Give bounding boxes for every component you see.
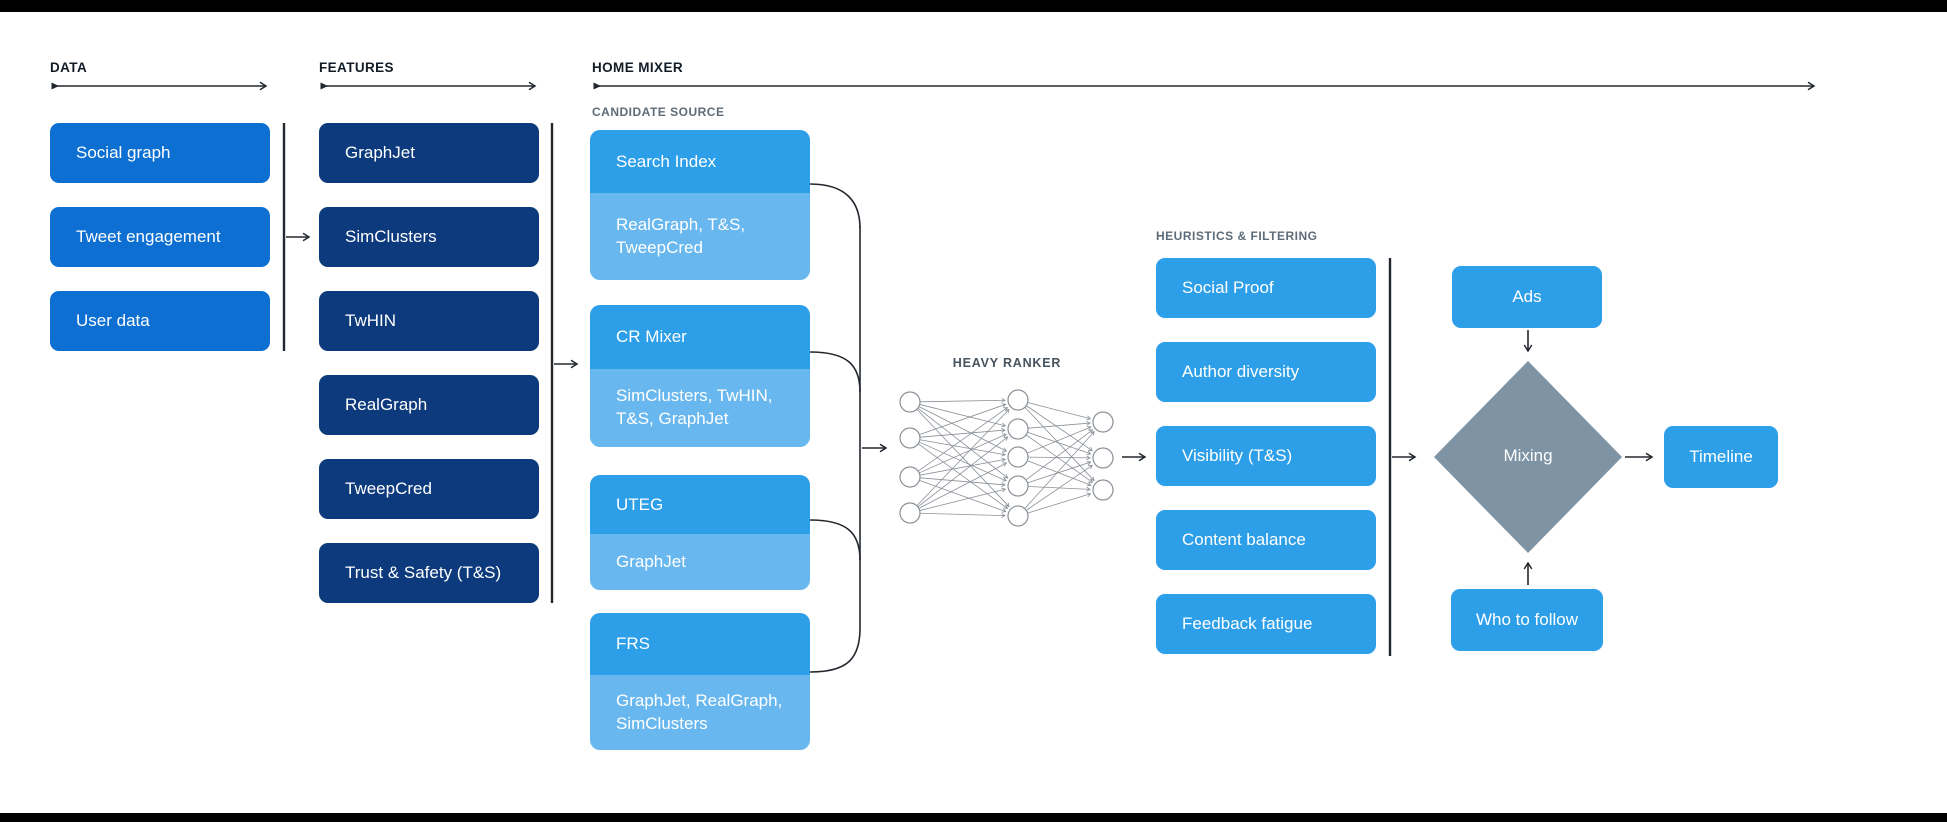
- candidate-group-cr-mixer: CR Mixer SimClusters, TwHIN, T&S, GraphJ…: [590, 305, 810, 447]
- feature-box-graphjet: GraphJet: [319, 123, 539, 183]
- candidate-group-sources: RealGraph, T&S, TweepCred: [590, 193, 810, 280]
- cr-mixer-connector: [809, 351, 861, 393]
- frs-connector: [809, 627, 861, 673]
- uteg-connector: [809, 519, 861, 561]
- data-box-user-data: User data: [50, 291, 270, 351]
- feature-box-simclusters: SimClusters: [319, 207, 539, 267]
- heuristic-box-author-diversity: Author diversity: [1156, 342, 1376, 402]
- candidate-source-label: CANDIDATE SOURCE: [592, 105, 725, 119]
- heuristics-filtering-label: HEURISTICS & FILTERING: [1156, 229, 1318, 243]
- timeline-box: Timeline: [1664, 426, 1778, 488]
- data-box-social-graph: Social graph: [50, 123, 270, 183]
- candidate-group-title: Search Index: [590, 130, 810, 193]
- section-title-home-mixer: HOME MIXER: [592, 60, 684, 75]
- feature-box-tweepcred: TweepCred: [319, 459, 539, 519]
- section-title-data: DATA: [50, 60, 88, 75]
- heavy-ranker-network: [899, 389, 1114, 527]
- candidate-group-frs: FRS GraphJet, RealGraph, SimClusters: [590, 613, 810, 750]
- heuristic-box-social-proof: Social Proof: [1156, 258, 1376, 318]
- ads-box: Ads: [1452, 266, 1602, 328]
- candidate-group-title: FRS: [590, 613, 810, 675]
- feature-box-trust-safety: Trust & Safety (T&S): [319, 543, 539, 603]
- candidate-group-sources: SimClusters, TwHIN, T&S, GraphJet: [590, 369, 810, 447]
- heavy-ranker-label: HEAVY RANKER: [952, 356, 1062, 370]
- data-box-tweet-engagement: Tweet engagement: [50, 207, 270, 267]
- mixing-label: Mixing: [1503, 446, 1553, 465]
- bottom-frame-bar: [0, 813, 1947, 822]
- search-index-connector: [809, 183, 861, 229]
- heuristic-box-visibility: Visibility (T&S): [1156, 426, 1376, 486]
- candidate-group-title: CR Mixer: [590, 305, 810, 369]
- candidate-group-sources: GraphJet: [590, 534, 810, 590]
- candidate-group-search-index: Search Index RealGraph, T&S, TweepCred: [590, 130, 810, 280]
- section-title-features: FEATURES: [319, 60, 394, 75]
- candidate-group-sources: GraphJet, RealGraph, SimClusters: [590, 675, 810, 750]
- feature-box-twhin: TwHIN: [319, 291, 539, 351]
- feature-box-realgraph: RealGraph: [319, 375, 539, 435]
- heuristic-box-feedback-fatigue: Feedback fatigue: [1156, 594, 1376, 654]
- heuristic-box-content-balance: Content balance: [1156, 510, 1376, 570]
- candidate-group-title: UTEG: [590, 475, 810, 534]
- top-frame-bar: [0, 0, 1947, 12]
- who-to-follow-box: Who to follow: [1451, 589, 1603, 651]
- candidate-group-uteg: UTEG GraphJet: [590, 475, 810, 590]
